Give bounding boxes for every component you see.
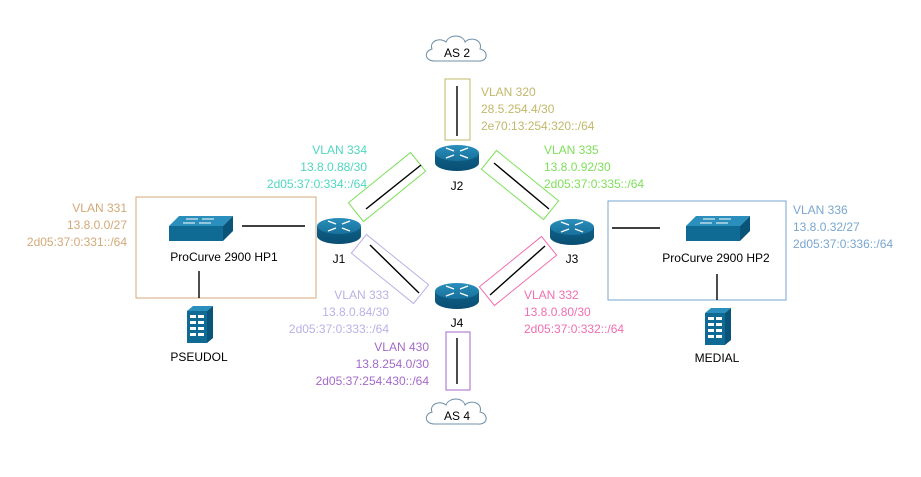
vlan-334-ipv6: 2d05:37:0:334::/64 xyxy=(267,177,367,191)
vlan-430-ipv4: 13.8.254.0/30 xyxy=(356,357,430,371)
vlan-335-ipv6: 2d05:37:0:335::/64 xyxy=(544,177,644,191)
vlan-331-ipv4: 13.8.0.0/27 xyxy=(67,218,127,232)
vlan-333-ipv4: 13.8.0.84/30 xyxy=(322,305,389,319)
router-j3-label: J3 xyxy=(566,252,579,266)
switch-hp2-label: ProCurve 2900 HP2 xyxy=(662,251,770,265)
vlan-336-box xyxy=(607,200,787,301)
vlan-335-box xyxy=(480,149,560,221)
vlan-334-ipv4: 13.8.0.88/30 xyxy=(300,160,367,174)
switch-hp1-label: ProCurve 2900 HP1 xyxy=(170,250,278,264)
server-icon xyxy=(705,308,731,345)
router-icon xyxy=(549,218,595,246)
router-icon xyxy=(434,282,480,310)
switch-icon xyxy=(168,215,234,242)
vlan-335-label: VLAN 335 13.8.0.92/30 2d05:37:0:335::/64 xyxy=(544,143,644,191)
vlan-333-label: VLAN 333 13.8.0.84/30 2d05:37:0:333::/64 xyxy=(289,288,389,336)
vlan-331-box xyxy=(135,196,317,299)
vlan-320-name: VLAN 320 xyxy=(481,85,536,99)
link-j4-j3 xyxy=(489,245,546,296)
vlan-336-ipv4: 13.8.0.32/27 xyxy=(793,220,860,234)
router-j4-label: J4 xyxy=(451,316,464,330)
vlan-335-name: VLAN 335 xyxy=(544,143,599,157)
vlan-332-name: VLAN 332 xyxy=(524,288,579,302)
vlan-336-ipv6: 2d05:37:0:336::/64 xyxy=(793,237,893,251)
server-medial-label: MEDIAL xyxy=(695,351,740,365)
router-j1-label: J1 xyxy=(333,252,346,266)
vlan-336-name: VLAN 336 xyxy=(793,203,848,217)
vlan-430-box xyxy=(445,331,471,391)
vlan-430-name: VLAN 430 xyxy=(374,340,429,354)
vlan-320-label: VLAN 320 28.5.254.4/30 2e70:13:254:320::… xyxy=(481,85,595,133)
vlan-430-ipv6: 2d05:37:254:430::/64 xyxy=(316,374,430,388)
vlan-332-label: VLAN 332 13.8.0.80/30 2d05:37:0:332::/64 xyxy=(524,288,624,336)
vlan-334-label: VLAN 334 13.8.0.88/30 2d05:37:0:334::/64 xyxy=(267,143,367,191)
server-icon xyxy=(187,306,213,343)
cloud-as4-label: AS 4 xyxy=(444,409,470,423)
vlan-332-ipv6: 2d05:37:0:332::/64 xyxy=(524,322,624,336)
vlan-334-box xyxy=(347,151,427,223)
vlan-334-name: VLAN 334 xyxy=(312,143,367,157)
vlan-333-name: VLAN 333 xyxy=(334,288,389,302)
vlan-332-box xyxy=(478,235,558,307)
vlan-320-box xyxy=(444,78,471,141)
router-icon xyxy=(316,217,362,245)
vlan-331-label: VLAN 331 13.8.0.0/27 2d05:37:0:331::/64 xyxy=(27,201,127,249)
vlan-331-name: VLAN 331 xyxy=(72,201,127,215)
vlan-320-ipv6: 2e70:13:254:320::/64 xyxy=(481,119,595,133)
vlan-333-box xyxy=(350,233,430,305)
vlan-430-label: VLAN 430 13.8.254.0/30 2d05:37:254:430::… xyxy=(316,340,430,388)
router-j2-label: J2 xyxy=(451,179,464,193)
vlan-332-ipv4: 13.8.0.80/30 xyxy=(524,305,591,319)
switch-icon xyxy=(685,215,751,242)
vlan-331-ipv6: 2d05:37:0:331::/64 xyxy=(27,235,127,249)
link-j1-j2 xyxy=(365,164,422,210)
vlan-333-ipv6: 2d05:37:0:333::/64 xyxy=(289,322,389,336)
cloud-as2-label: AS 2 xyxy=(444,46,470,60)
vlan-336-label: VLAN 336 13.8.0.32/27 2d05:37:0:336::/64 xyxy=(793,203,893,251)
vlan-320-ipv4: 28.5.254.4/30 xyxy=(481,102,555,116)
link-j1-j4 xyxy=(369,244,420,294)
link-j2-j3 xyxy=(493,162,550,210)
server-pseudol-label: PSEUDOL xyxy=(170,350,228,364)
router-icon xyxy=(434,144,480,172)
vlan-335-ipv4: 13.8.0.92/30 xyxy=(544,160,611,174)
